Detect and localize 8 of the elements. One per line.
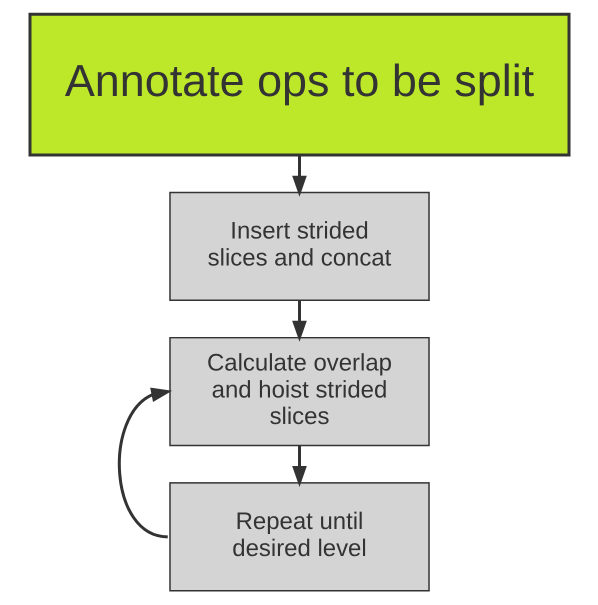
node-box: Insert strided slices and concat [168, 192, 430, 301]
arrow [292, 300, 306, 342]
node-box: Annotate ops to be split [28, 12, 570, 157]
arrow [292, 446, 306, 488]
arrow [118, 388, 172, 538]
node-box: Calculate overlap and hoist strided slices [168, 336, 430, 446]
node-box: Repeat until desired level [168, 482, 430, 592]
arrow [292, 155, 306, 197]
